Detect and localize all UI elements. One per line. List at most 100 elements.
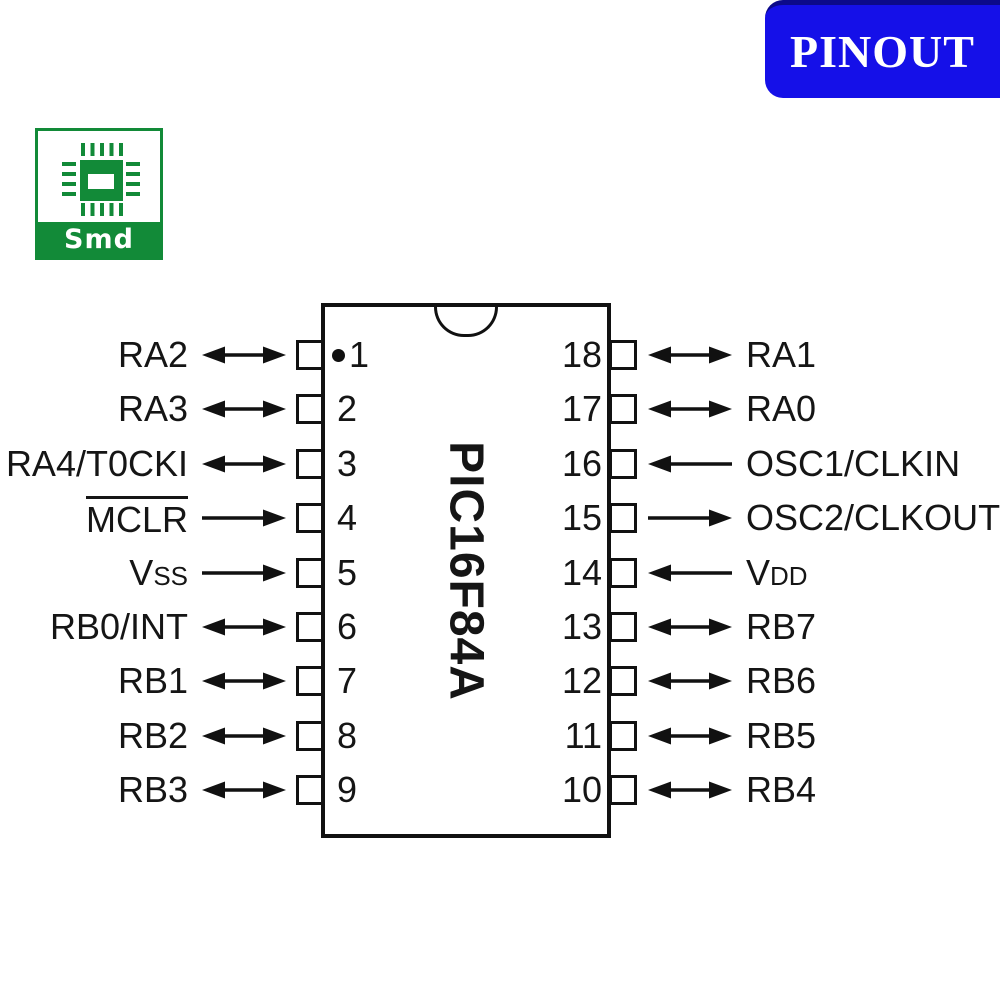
direction-arrow	[202, 563, 286, 583]
pin-pad-2	[296, 394, 324, 424]
pin-number-6: 6	[337, 606, 358, 647]
pin-label-ra4-t0cki: RA4/T0CKI	[5, 443, 188, 484]
pin-row-ra3: RA3	[0, 382, 286, 436]
pin-row-rb7: RB7	[648, 600, 993, 654]
pin-row-ra4-t0cki: RA4/T0CKI	[0, 437, 286, 491]
pin-pad-5	[296, 558, 324, 588]
direction-arrow	[648, 780, 732, 800]
pin-row-ra1: RA1	[648, 328, 993, 382]
pin-label-rb0-int: RB0/INT	[49, 606, 188, 647]
pin-row-rb2: RB2	[0, 709, 286, 763]
direction-arrow	[648, 726, 732, 746]
pin-one-dot	[332, 349, 345, 362]
pin-label-rb7: RB7	[746, 606, 817, 647]
chip-icon-slot	[88, 174, 114, 189]
pin-row-ra0: RA0	[648, 382, 993, 436]
pin-pad-14	[609, 558, 637, 588]
pin-pad-1	[296, 340, 324, 370]
direction-arrow	[648, 454, 732, 474]
pin-row-osc1-clkin: OSC1/CLKIN	[648, 437, 993, 491]
pin-label-rb5: RB5	[746, 715, 817, 756]
direction-arrow	[648, 399, 732, 419]
chip-icon-pins-left	[62, 162, 76, 200]
ic-package-body	[321, 303, 611, 838]
pin-number-15: 15	[561, 497, 602, 538]
direction-arrow	[648, 563, 732, 583]
direction-arrow	[202, 726, 286, 746]
pin-label-rb3: RB3	[117, 769, 188, 810]
pin-label-rb1: RB1	[117, 660, 188, 701]
pin-label-ra0: RA0	[746, 388, 817, 429]
pin-label-vss: VSS	[129, 552, 188, 593]
pin-label-osc2-clkout: OSC2/CLKOUT	[746, 497, 1000, 538]
pin-number-9: 9	[337, 769, 358, 810]
pin-row-rb3: RB3	[0, 763, 286, 817]
pin-number-14: 14	[561, 552, 602, 593]
pin-number-3: 3	[337, 443, 358, 484]
pin-number-13: 13	[561, 606, 602, 647]
direction-arrow	[202, 780, 286, 800]
pin-number-2: 2	[337, 388, 358, 429]
pin-row-osc2-clkout: OSC2/CLKOUT	[648, 491, 1000, 545]
pin-row-ra2: RA2	[0, 328, 286, 382]
pin-pad-6	[296, 612, 324, 642]
pin-number-5: 5	[337, 552, 358, 593]
pin-number-4: 4	[337, 497, 358, 538]
direction-arrow	[202, 399, 286, 419]
chip-icon-pins-bottom	[81, 203, 125, 216]
pin-pad-8	[296, 721, 324, 751]
direction-arrow	[202, 617, 286, 637]
pinout-badge: PINOUT	[765, 0, 1000, 98]
direction-arrow	[202, 345, 286, 365]
direction-arrow	[202, 454, 286, 474]
smd-logo: Smd	[35, 128, 163, 260]
direction-arrow	[202, 671, 286, 691]
chip-icon	[80, 160, 123, 201]
pin-label-rb4: RB4	[746, 769, 817, 810]
pin-pad-15	[609, 503, 637, 533]
smd-logo-text: Smd	[64, 224, 134, 255]
pin-label-rb2: RB2	[117, 715, 188, 756]
pin-number-16: 16	[561, 443, 602, 484]
pin-number-8: 8	[337, 715, 358, 756]
pin-label-vdd: VDD	[746, 552, 808, 593]
chip-icon-pins-right	[126, 162, 140, 200]
pin-label-ra1: RA1	[746, 334, 817, 375]
pin-pad-7	[296, 666, 324, 696]
pin-pad-3	[296, 449, 324, 479]
pin-number-17: 17	[561, 388, 602, 429]
direction-arrow	[648, 617, 732, 637]
pin-number-7: 7	[337, 660, 358, 701]
pin-pad-18	[609, 340, 637, 370]
direction-arrow	[648, 508, 732, 528]
pin-row-rb0-int: RB0/INT	[0, 600, 286, 654]
pin-label-ra2: RA2	[117, 334, 188, 375]
pin-row-mclr: MCLR	[0, 491, 286, 545]
pin-pad-13	[609, 612, 637, 642]
pin-label-ra3: RA3	[117, 388, 188, 429]
pin-pad-12	[609, 666, 637, 696]
pin-number-1: 1	[349, 334, 370, 375]
pin-label-osc1-clkin: OSC1/CLKIN	[746, 443, 961, 484]
pin-number-18: 18	[561, 334, 602, 375]
pin-number-11: 11	[564, 715, 602, 756]
pin-row-rb5: RB5	[648, 709, 993, 763]
pinout-badge-label: PINOUT	[790, 26, 975, 77]
ic-part-number: PIC16F84A	[439, 441, 493, 701]
pin-row-vss: VSS	[0, 546, 286, 600]
chip-icon-pins-top	[81, 143, 125, 156]
pin-label-rb6: RB6	[746, 660, 817, 701]
pin-row-rb6: RB6	[648, 654, 993, 708]
direction-arrow	[648, 345, 732, 365]
direction-arrow	[648, 671, 732, 691]
pin-row-rb1: RB1	[0, 654, 286, 708]
smd-logo-band: Smd	[38, 222, 160, 257]
pin-pad-9	[296, 775, 324, 805]
pin-row-rb4: RB4	[648, 763, 993, 817]
pin-pad-4	[296, 503, 324, 533]
pin-pad-17	[609, 394, 637, 424]
pin-pad-10	[609, 775, 637, 805]
pin-pad-16	[609, 449, 637, 479]
pin-pad-11	[609, 721, 637, 751]
